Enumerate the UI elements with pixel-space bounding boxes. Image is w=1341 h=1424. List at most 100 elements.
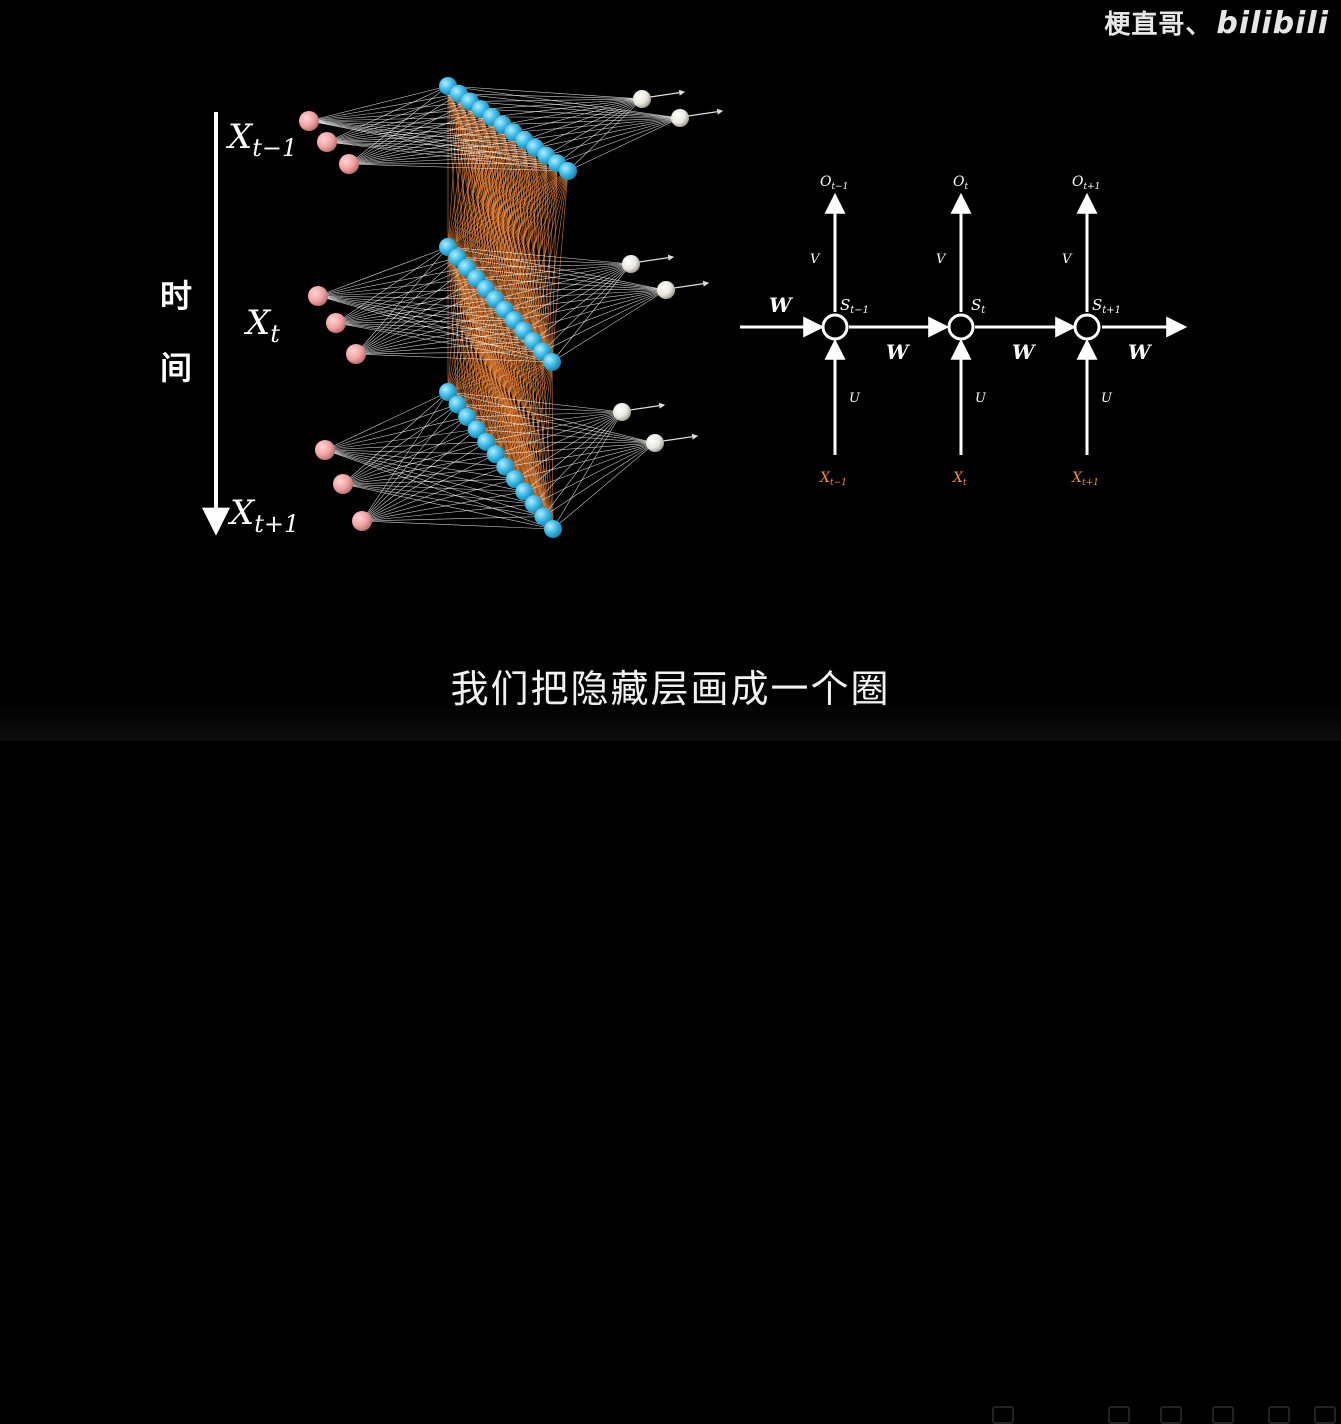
output-arrow [639, 257, 673, 262]
input-hidden-link [362, 517, 543, 521]
hidden-state-node-2 [949, 315, 973, 339]
input-hidden-link [362, 429, 477, 521]
hidden-output-link [557, 99, 642, 163]
web-fullscreen-icon[interactable] [1268, 1406, 1290, 1424]
danmaku-toggle-icon[interactable] [992, 1406, 1014, 1424]
time-label-char-1: 时 [160, 277, 192, 315]
u-label-1: U [849, 391, 861, 406]
state-label-1: St−1 [840, 296, 869, 316]
output-label-1: Ot−1 [820, 174, 848, 192]
layer-label-prev: Xt−1 [225, 117, 297, 162]
input-label-2: Xt [952, 470, 967, 488]
input-hidden-link [309, 86, 448, 121]
input-hidden-link [362, 479, 515, 521]
input-hidden-link [362, 492, 524, 521]
hidden-node [559, 162, 577, 180]
picture-in-picture-icon[interactable] [1160, 1406, 1182, 1424]
hidden-output-link [552, 290, 666, 362]
w-label-1: W [769, 293, 794, 317]
input-node [333, 474, 353, 494]
input-node [339, 154, 359, 174]
input-hidden-link [362, 404, 458, 521]
fullscreen-icon[interactable] [1314, 1406, 1336, 1424]
input-hidden-link [362, 521, 553, 529]
hidden-output-link [533, 264, 631, 341]
hidden-output-link [467, 417, 655, 443]
output-arrow [650, 92, 684, 97]
output-label-2: Ot [953, 174, 968, 192]
output-arrow [674, 283, 708, 288]
input-hidden-link [362, 467, 505, 521]
rnn-step-1: Ot−1 V St−1 U Xt−1 [810, 174, 869, 488]
hidden-output-link [492, 117, 680, 118]
input-hidden-link [343, 484, 534, 504]
layer-labels: Xt−1 Xt Xt+1 [225, 117, 299, 538]
hidden-output-link [534, 443, 655, 504]
v-label-1: V [810, 252, 821, 267]
hidden-output-link [459, 94, 642, 99]
hidden-output-link [543, 290, 666, 352]
output-arrow [688, 111, 722, 116]
input-hidden-link [343, 417, 467, 484]
w-label-3: W [1012, 340, 1037, 364]
input-hidden-link [362, 392, 448, 521]
input-hidden-link [362, 454, 496, 521]
layer-label-current: Xt [243, 303, 280, 348]
output-node [671, 109, 689, 127]
rnn-unrolled-diagram: Ot−1 V St−1 U Xt−1 Ot V St U [740, 174, 1183, 488]
output-node [657, 281, 675, 299]
hidden-output-link [514, 290, 666, 320]
layer-label-next: Xt+1 [227, 493, 299, 538]
u-label-2: U [975, 391, 987, 406]
hidden-state-node-1 [823, 315, 847, 339]
output-arrow [663, 436, 697, 441]
channel-watermark: 梗直哥、bilibili [1104, 4, 1329, 41]
input-hidden-link [362, 417, 467, 521]
input-hidden-link [325, 404, 458, 450]
input-label-1: Xt−1 [819, 470, 847, 488]
hidden-state-node-3 [1075, 315, 1099, 339]
input-node [308, 286, 328, 306]
hidden-output-link [524, 290, 666, 331]
author-name: 梗直哥、 [1104, 10, 1212, 40]
input-hidden-link [336, 268, 467, 323]
input-node [299, 111, 319, 131]
input-hidden-link [356, 257, 457, 354]
hidden-node [544, 520, 562, 538]
hidden-output-link [543, 412, 622, 517]
video-player-controls [0, 700, 1341, 741]
input-hidden-link [343, 392, 448, 484]
rnn-step-3: Ot+1 V St+1 U Xt+1 [1062, 174, 1121, 488]
state-label-2: St [971, 296, 986, 316]
diagram-canvas: 时 间 Xt−1 Xt Xt+1 Ot−1 V St−1 [0, 0, 1341, 741]
rnn-step-2: Ot V St U Xt [936, 174, 987, 488]
input-node [346, 344, 366, 364]
output-node [622, 255, 640, 273]
time-axis: 时 间 [160, 112, 216, 530]
output-node [613, 403, 631, 421]
input-hidden-link [309, 94, 459, 121]
input-node [315, 440, 335, 460]
v-label-3: V [1062, 252, 1073, 267]
hidden-node [543, 353, 561, 371]
hidden-output-link [535, 99, 642, 148]
settings-icon[interactable] [1108, 1406, 1130, 1424]
input-node [352, 511, 372, 531]
widescreen-icon[interactable] [1212, 1406, 1234, 1424]
bilibili-logo: bilibili [1216, 6, 1329, 41]
input-hidden-link [343, 484, 543, 517]
time-label-char-2: 间 [160, 349, 192, 387]
input-hidden-link [318, 257, 457, 296]
output-arrow [630, 405, 664, 410]
state-label-3: St+1 [1092, 296, 1121, 316]
hidden-output-link [515, 412, 622, 479]
input-node [326, 313, 346, 333]
output-label-3: Ot+1 [1072, 174, 1100, 192]
hidden-output-link [543, 443, 655, 517]
hidden-output-link [557, 118, 680, 163]
input-hidden-link [343, 479, 515, 484]
u-label-3: U [1101, 391, 1113, 406]
output-node [646, 434, 664, 452]
w-label-2: W [886, 340, 911, 364]
input-hidden-link [325, 392, 448, 450]
